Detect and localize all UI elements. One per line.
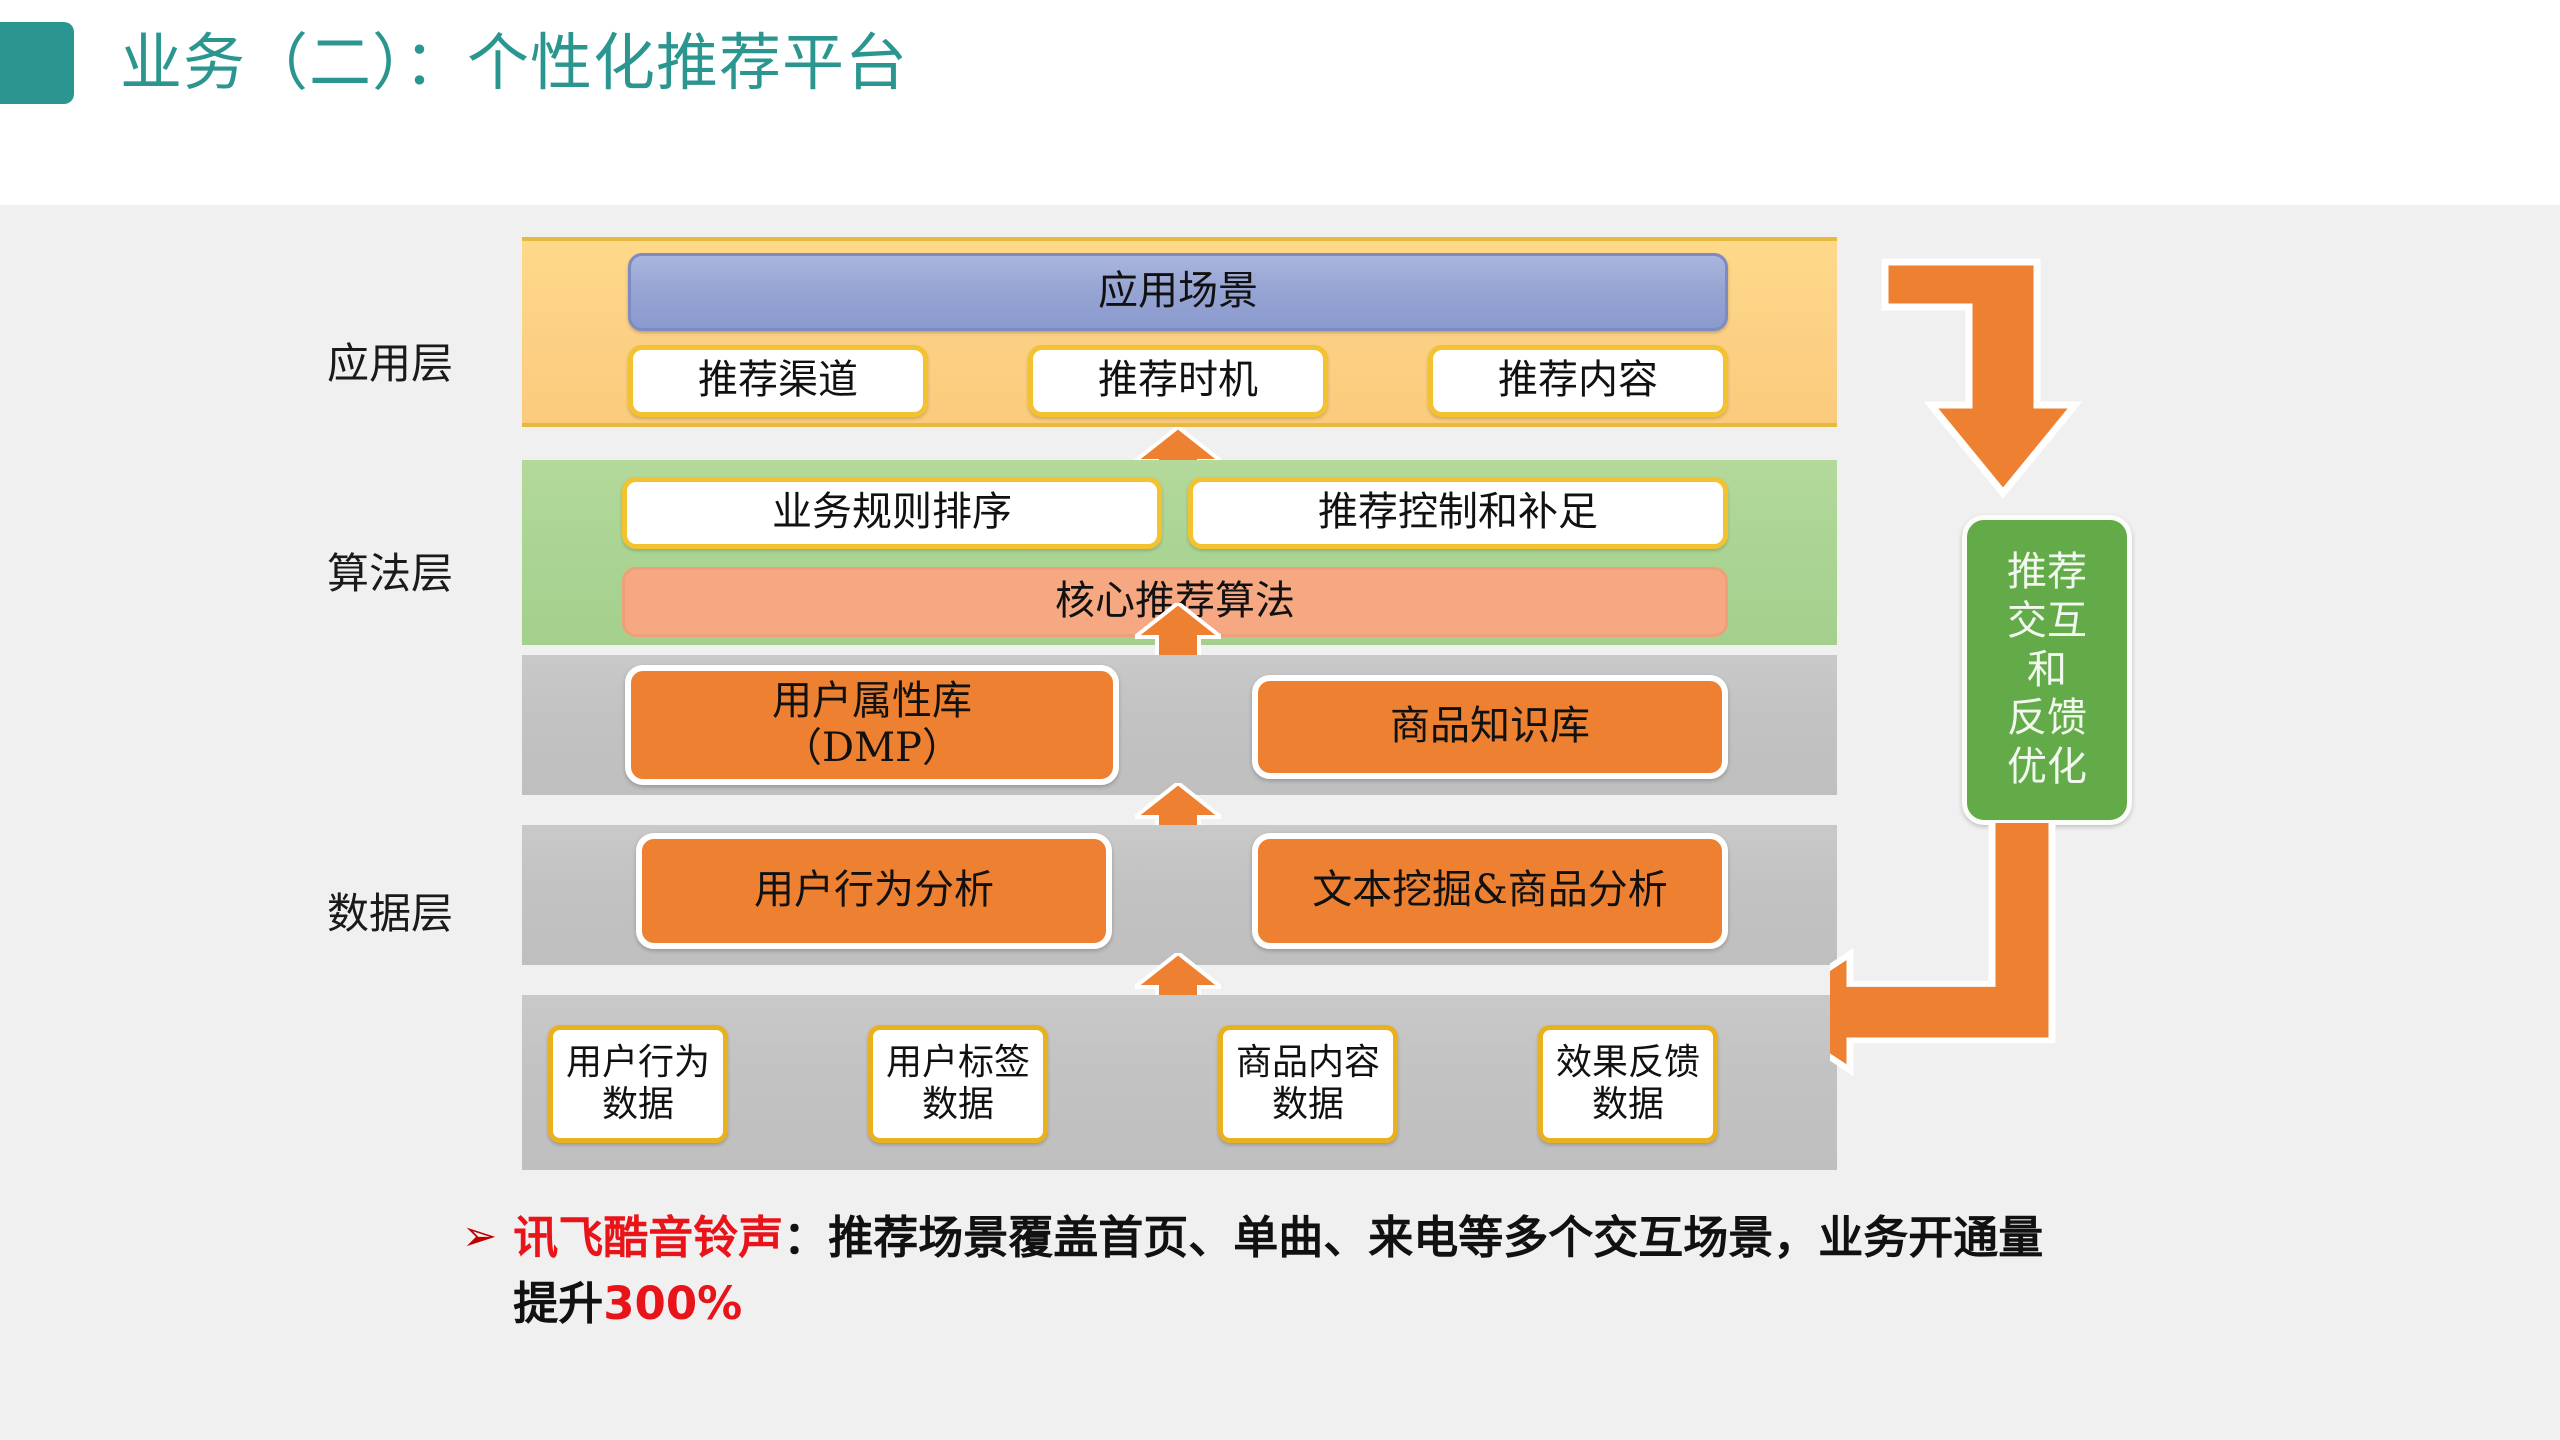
source-item-effect-feedback[interactable]: 效果反馈 数据	[1538, 1025, 1718, 1143]
application-scenario-box[interactable]: 应用场景	[628, 253, 1728, 331]
arrow-up-knowledge-to-algorithm	[1135, 603, 1221, 667]
row-label-algorithm: 算法层	[326, 549, 453, 598]
title-accent-bar	[0, 22, 74, 104]
user-behavior-analysis-box[interactable]: 用户行为分析	[636, 833, 1112, 949]
app-item-channel[interactable]: 推荐渠道	[628, 345, 928, 417]
user-attribute-library-line2: （DMP）	[782, 725, 962, 771]
product-knowledge-base-box[interactable]: 商品知识库	[1252, 675, 1728, 779]
source-item-user-behavior[interactable]: 用户行为 数据	[548, 1025, 728, 1143]
algo-item-business-rules[interactable]: 业务规则排序	[622, 477, 1162, 549]
feedback-arrow-bottom	[1830, 823, 2170, 1113]
row-label-application: 应用层	[326, 339, 453, 388]
bullet-arrow-icon: ➢	[462, 1211, 498, 1260]
page-title: 业务（二）：个性化推荐平台	[120, 26, 909, 99]
feedback-line-1: 推荐	[2007, 549, 2087, 595]
feedback-optimization-box[interactable]: 推荐 交互 和 反馈 优化	[1962, 515, 2132, 825]
source-item-product-content-line1: 商品内容	[1235, 1041, 1380, 1083]
footnote-metric: 300%	[603, 1277, 743, 1330]
source-item-user-tag[interactable]: 用户标签 数据	[868, 1025, 1048, 1143]
feedback-line-4: 反馈	[2007, 695, 2087, 742]
page-header: 业务（二）：个性化推荐平台	[0, 0, 2560, 205]
feedback-arrow-top	[1845, 245, 2175, 530]
app-item-timing[interactable]: 推荐时机	[1028, 345, 1328, 417]
source-item-user-tag-line2: 数据	[921, 1084, 994, 1125]
feedback-line-3: 和	[2027, 646, 2067, 693]
source-item-user-behavior-line1: 用户行为	[565, 1041, 710, 1083]
arrow-up-source-to-analysis	[1135, 953, 1221, 1017]
source-item-effect-feedback-line1: 效果反馈	[1555, 1041, 1700, 1083]
source-item-product-content[interactable]: 商品内容 数据	[1218, 1025, 1398, 1143]
feedback-line-2: 交互	[2007, 597, 2087, 644]
footnote-text: 讯飞酷音铃声：推荐场景覆盖首页、单曲、来电等多个交互场景，业务开通量提升300%	[513, 1205, 2073, 1337]
source-item-effect-feedback-line2: 数据	[1591, 1084, 1664, 1125]
row-label-data: 数据层	[326, 889, 453, 938]
source-item-user-behavior-line2: 数据	[601, 1084, 674, 1125]
footnote-body: ：推荐场景覆盖首页、单曲、来电等多个交互场景，业务开通量提升	[513, 1211, 2044, 1330]
arrow-up-analysis-to-knowledge	[1135, 783, 1221, 847]
app-item-content[interactable]: 推荐内容	[1428, 345, 1728, 417]
footnote-bullet: ➢ 讯飞酷音铃声：推荐场景覆盖首页、单曲、来电等多个交互场景，业务开通量提升30…	[462, 1205, 2073, 1337]
slide-body: 应用层 算法层 数据层 应用场景 推荐渠道 推荐时机 推荐内容 业务规则排序 推…	[0, 205, 2560, 1440]
source-item-user-tag-line1: 用户标签	[885, 1041, 1030, 1083]
text-mining-product-analysis-box[interactable]: 文本挖掘&商品分析	[1252, 833, 1728, 949]
source-item-product-content-line2: 数据	[1271, 1084, 1344, 1125]
user-attribute-library-line1: 用户属性库	[772, 677, 972, 724]
feedback-line-5: 优化	[2007, 744, 2087, 791]
user-attribute-library-box[interactable]: 用户属性库 （DMP）	[625, 665, 1119, 785]
algo-item-control-supplement[interactable]: 推荐控制和补足	[1188, 477, 1728, 549]
footnote-highlight: 讯飞酷音铃声	[513, 1211, 784, 1264]
